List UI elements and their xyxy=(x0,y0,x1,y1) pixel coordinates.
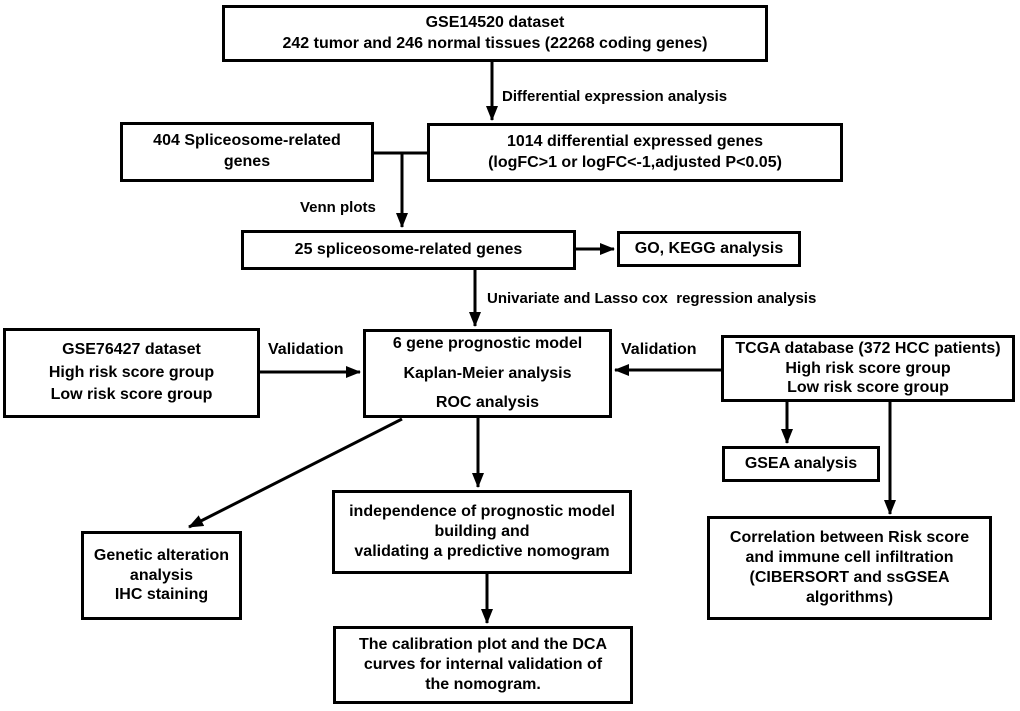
edge-label-venn-plots: Venn plots xyxy=(300,199,376,216)
node-tcga-database: TCGA database (372 HCC patients) High ri… xyxy=(721,335,1015,402)
node-independence-nomogram: independence of prognostic model buildin… xyxy=(332,490,632,574)
node-gse76427-dataset: GSE76427 dataset High risk score group L… xyxy=(3,328,260,418)
node-prognostic-model: 6 gene prognostic model Kaplan-Meier ana… xyxy=(363,329,612,418)
node-immune-correlation: Correlation between Risk score and immun… xyxy=(707,516,992,620)
node-25-spliceosome-genes: 25 spliceosome-related genes xyxy=(241,230,576,270)
node-gse14520-dataset: GSE14520 dataset 242 tumor and 246 norma… xyxy=(222,5,768,62)
edge-label-validation-left: Validation xyxy=(268,341,344,358)
node-404-spliceosome-genes: 404 Spliceosome-related genes xyxy=(120,122,374,182)
edge-label-cox-regression: Univariate and Lasso cox regression anal… xyxy=(487,290,817,307)
node-calibration-dca: The calibration plot and the DCA curves … xyxy=(333,626,633,704)
node-genetic-alteration: Genetic alteration analysis IHC staining xyxy=(81,531,242,620)
edge-label-differential-expression: Differential expression analysis xyxy=(502,88,728,105)
edge-label-validation-right: Validation xyxy=(621,341,697,358)
node-1014-differential-genes: 1014 differential expressed genes (logFC… xyxy=(427,123,843,182)
node-gsea-analysis: GSEA analysis xyxy=(722,446,880,482)
node-go-kegg-analysis: GO, KEGG analysis xyxy=(617,231,801,267)
